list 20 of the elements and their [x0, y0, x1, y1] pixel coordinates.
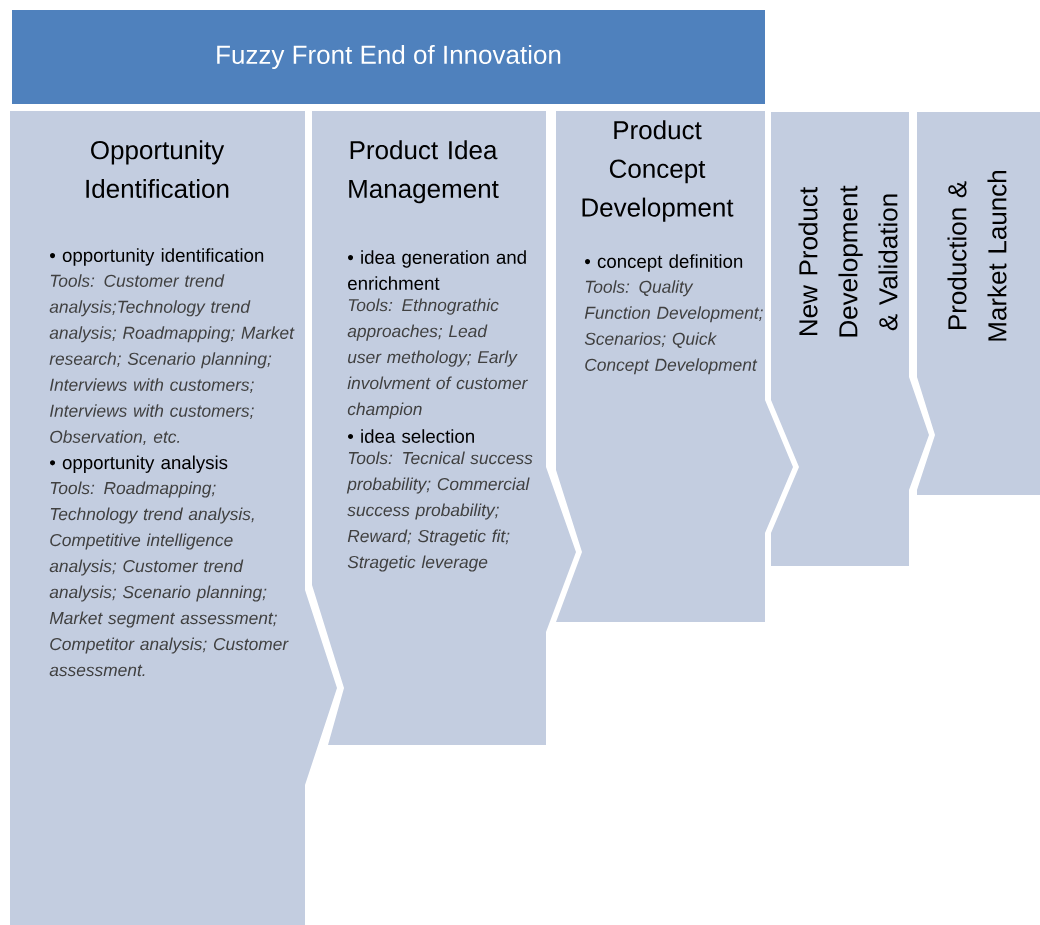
node-label: • opportunity analysis — [50, 455, 228, 473]
chevron-box: New Product Development & Validation — [771, 112, 929, 566]
node-label: • concept definition — [585, 254, 743, 272]
node-label: • idea selection — [348, 429, 474, 443]
node-label: Tools: Quality Function Development; Scenarios; Quick Concept Development — [584, 280, 763, 375]
chevron-box: Product Concept Development • concept definition Tools: Quality Function Development; Scenarios; Quick Concept Development — [556, 111, 793, 622]
chevron-box: Production & Market Launch — [917, 112, 1040, 495]
chevron-box: Product Idea Management • idea generation and enrichment Tools: Ethnograthic approaches; Lead user methology; Early involvment of customer champion • idea selection Tools: Tecnical success probability; Commercial success probability; Reward; Stragetic fit; Stragetic leverage — [312, 111, 576, 745]
node-label: Tools: Tecnical success probability; Commercial success probability; Reward; Stragetic fit; Stragetic leverage — [346, 451, 533, 572]
node-label: • idea generation and enrichment — [348, 250, 526, 290]
node-label: Tools: Customer trend analysis;Technology trend analysis; Roadmapping; Market research; Scenario planning; Interviews with customers; Interviews with customers; Observation, etc. — [49, 274, 295, 445]
node-label: Product Idea Management — [349, 140, 499, 204]
chevron-box: Opportunity Identification • opportunity identification Tools: Customer trend analysis;Technology trend analysis; Roadmapping; Market research; Scenario planning; Interviews with customers; Interviews with customers; Observation, etc. • opportunity analysis Tools: Roadmapping; Technology trend analysis, Competitive intelligence analysis; Customer trend analysis; Scenario planning; Market segment assessment; Competitor analysis; Customer assessment. — [10, 111, 337, 925]
node-label: • opportunity identification — [50, 248, 264, 266]
node-label: New Product Development & Validation — [798, 185, 898, 337]
node-label: Product Concept Development — [582, 120, 734, 222]
title-band: Fuzzy Front End of Innovation — [12, 10, 765, 104]
node-label: Tools: Roadmapping; Technology trend analysis, Competitive intelligence analysis; Customer trend analysis; Scenario planning; Market segment assessment; Competitor analysis; Customer assessment. — [49, 481, 289, 677]
node-label: Tools: Ethnograthic approaches; Lead user methology; Early involvment of customer champion — [347, 298, 528, 419]
node-label: Opportunity Identification — [86, 140, 229, 199]
